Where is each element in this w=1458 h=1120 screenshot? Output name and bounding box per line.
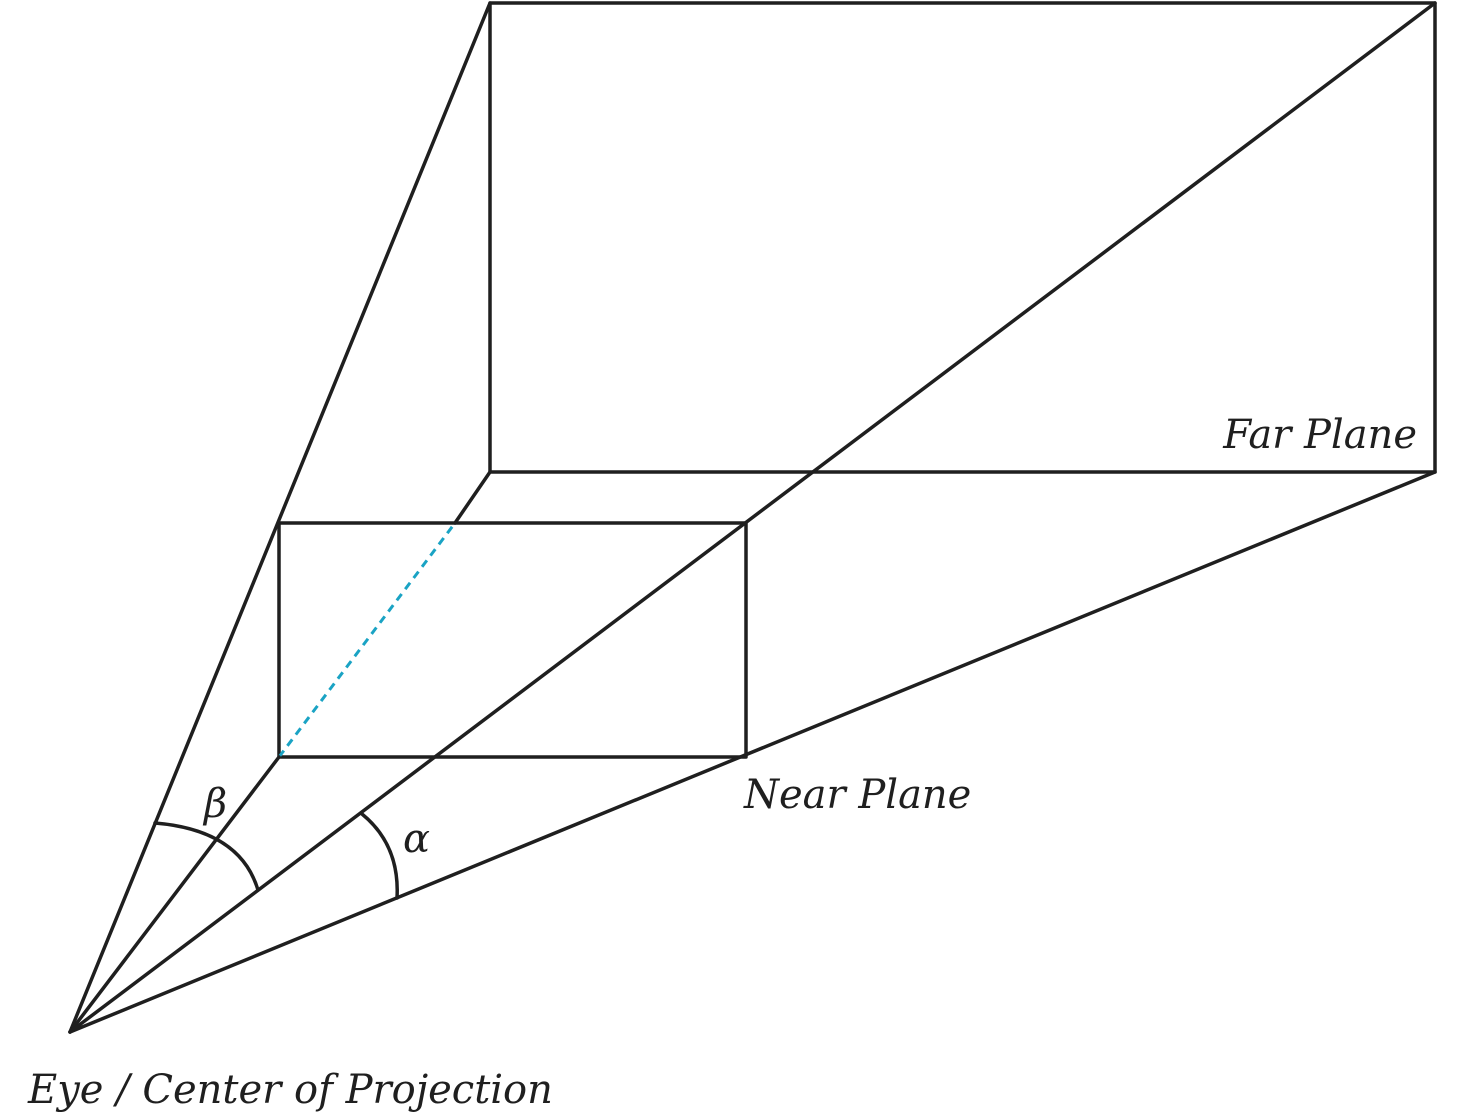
hidden-frustum-edge — [277, 522, 457, 758]
alpha-angle-arc — [360, 812, 399, 900]
far-plane-rect — [488, 1, 1437, 474]
frustum-connector-far-bottom-left — [453, 470, 492, 525]
eye-label: Eye / Center of Projection — [27, 1067, 553, 1113]
frustum-edge-top-left — [68, 1, 492, 1034]
beta-angle-arc — [153, 821, 260, 892]
near-plane-label: Near Plane — [743, 772, 971, 818]
center-line-of-sight — [68, 1, 1437, 1034]
near-plane-rect — [277, 521, 748, 759]
far-plane-label: Far Plane — [1222, 412, 1417, 458]
frustum-edge-bottom-left — [68, 755, 281, 1034]
frustum-edge-bottom-right — [68, 470, 1437, 1034]
alpha-label: α — [403, 816, 430, 862]
beta-label: β — [202, 781, 227, 827]
